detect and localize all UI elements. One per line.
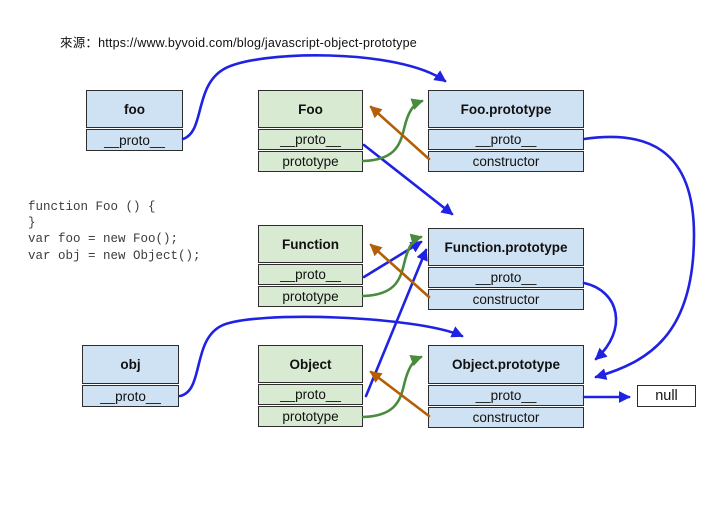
box-Foo-prototype-title: Foo.prototype xyxy=(428,90,584,128)
edge-Foo-prototype-constructor-to-Foo xyxy=(369,105,431,161)
box-obj: obj __proto__ xyxy=(82,345,179,407)
box-Object-row-prototype: prototype xyxy=(258,406,363,427)
box-Object-prototype-row-constructor: constructor xyxy=(428,407,584,428)
box-Foo-title: Foo xyxy=(258,90,363,128)
source-url-note: 來源：https://www.byvoid.com/blog/javascrip… xyxy=(60,36,417,50)
box-Object: Object __proto__ prototype xyxy=(258,345,363,427)
box-Object-title: Object xyxy=(258,345,363,383)
box-Function-title: Function xyxy=(258,225,363,263)
box-Object-prototype-row-proto: __proto__ xyxy=(428,385,584,406)
box-obj-title: obj xyxy=(82,345,179,384)
box-Function-prototype-title: Function.prototype xyxy=(428,228,584,266)
box-Function: Function __proto__ prototype xyxy=(258,225,363,307)
box-Foo: Foo __proto__ prototype xyxy=(258,90,363,172)
code-snippet: function Foo () { } var foo = new Foo();… xyxy=(28,200,201,263)
box-Function-prototype-row-constructor: constructor xyxy=(428,289,584,310)
box-Function-prototype-row-proto: __proto__ xyxy=(428,267,584,288)
edge-Object-prototype-constructor-to-Object xyxy=(369,370,431,418)
edge-Foo-prototype-property-to-Foo-prototype xyxy=(361,98,424,163)
box-Function-row-proto: __proto__ xyxy=(258,264,363,285)
box-null-label: null xyxy=(637,385,696,407)
box-Foo-prototype: Foo.prototype __proto__ constructor xyxy=(428,90,584,172)
box-Foo-prototype-row-proto: __proto__ xyxy=(428,129,584,150)
box-foo: foo __proto__ xyxy=(86,90,183,151)
edge-Function-prototype-constructor-to-Function xyxy=(369,243,431,299)
box-null: null xyxy=(637,385,696,407)
box-Foo-prototype-row-constructor: constructor xyxy=(428,151,584,172)
edge-Object-prototype-property-to-Object-prototype xyxy=(361,354,423,419)
edge-Function-proto-to-Function-prototype xyxy=(362,240,423,279)
edge-Foo-prototype-proto-to-Object-prototype xyxy=(582,135,696,380)
box-foo-title: foo xyxy=(86,90,183,128)
box-obj-row-proto: __proto__ xyxy=(82,385,179,407)
edge-Function-prototype-property-to-Function-prototype xyxy=(361,233,423,298)
box-Function-row-prototype: prototype xyxy=(258,286,363,307)
edge-Function-prototype-proto-to-Object-prototype xyxy=(582,281,618,361)
box-Object-row-proto: __proto__ xyxy=(258,384,363,405)
box-Foo-row-proto: __proto__ xyxy=(258,129,363,150)
box-Object-prototype-title: Object.prototype xyxy=(428,345,584,384)
box-Function-prototype: Function.prototype __proto__ constructor xyxy=(428,228,584,310)
box-Object-prototype: Object.prototype __proto__ constructor xyxy=(428,345,584,428)
box-Foo-row-prototype: prototype xyxy=(258,151,363,172)
edge-Object-proto-to-Function-prototype xyxy=(364,248,428,398)
box-foo-row-proto: __proto__ xyxy=(86,129,183,151)
